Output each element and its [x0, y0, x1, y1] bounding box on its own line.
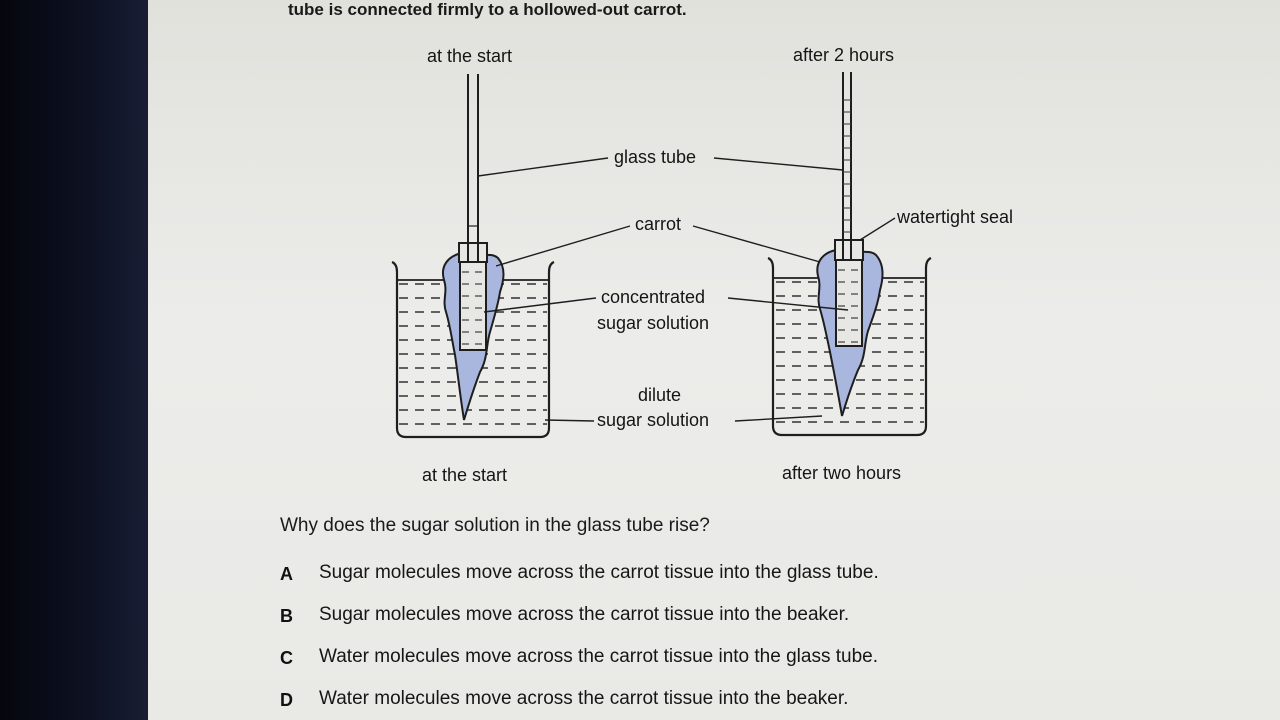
right-apparatus — [767, 72, 932, 437]
right-beaker — [767, 256, 932, 437]
left-carrot-hollow — [459, 261, 487, 351]
right-dilute-solution — [776, 281, 924, 423]
leader-lines — [477, 157, 896, 422]
label-carrot: carrot — [635, 214, 682, 234]
caption-after-two-hours: after two hours — [782, 463, 902, 483]
left-beaker — [391, 260, 555, 439]
option-letter: C — [280, 648, 293, 668]
option-text: Sugar molecules move across the carrot t… — [319, 562, 879, 583]
label-after-2-hours-top: after 2 hours — [793, 45, 895, 65]
label-dilute-sugar-solution: sugar solution — [597, 410, 710, 430]
option-letter: B — [280, 606, 293, 626]
intro-text: tube is connected firmly to a hollowed-o… — [288, 0, 687, 19]
left-dilute-solution — [399, 283, 547, 425]
left-watertight-seal — [458, 242, 488, 263]
label-dilute: dilute — [638, 385, 682, 405]
option-text: Water molecules move across the carrot t… — [319, 688, 849, 709]
option-text: Water molecules move across the carrot t… — [319, 646, 878, 667]
option-letter: A — [280, 564, 293, 584]
right-carrot-hollow — [835, 259, 863, 347]
left-apparatus — [391, 74, 555, 439]
question-text: Why does the sugar solution in the glass… — [280, 515, 710, 536]
exam-page — [148, 0, 1280, 720]
caption-at-the-start: at the start — [422, 465, 508, 485]
option-letter: D — [280, 690, 293, 710]
label-watertight-seal: watertight seal — [897, 207, 1014, 227]
right-watertight-seal — [834, 239, 864, 261]
monitor-bezel — [0, 0, 160, 720]
label-concentrated-sugar-solution: sugar solution — [597, 313, 710, 333]
label-concentrated: concentrated — [601, 287, 706, 307]
label-at-the-start-top: at the start — [427, 46, 513, 66]
option-text: Sugar molecules move across the carrot t… — [319, 604, 850, 625]
label-glass-tube: glass tube — [614, 147, 697, 167]
